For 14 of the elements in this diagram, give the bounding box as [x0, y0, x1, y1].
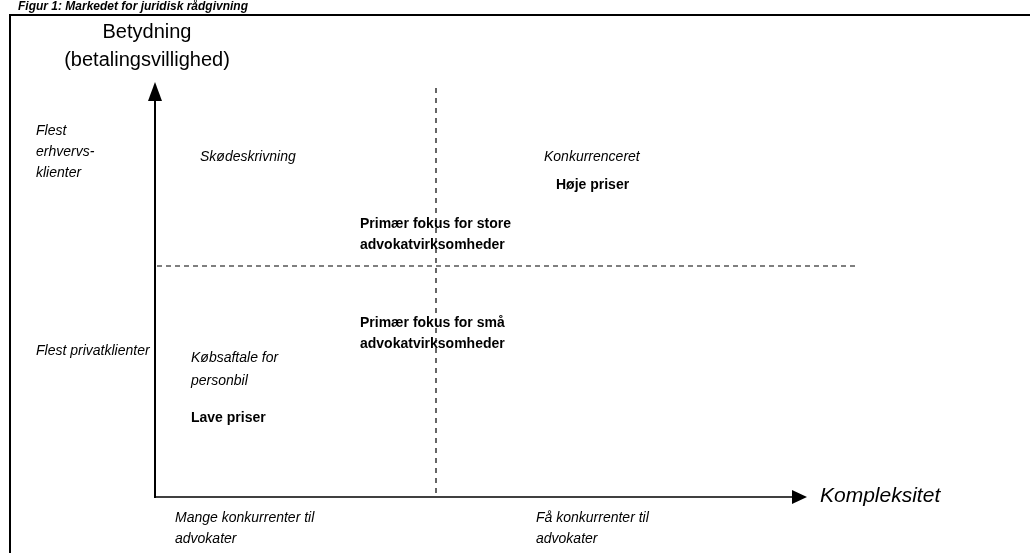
- quadrant-label: Høje priser: [556, 175, 631, 194]
- figure-title: Figur 1: Markedet for juridisk rådgivning: [18, 0, 249, 13]
- axis-title: Betydning (betalingsvillighed): [63, 19, 231, 72]
- column-label: Få konkurrenter til advokater: [536, 508, 650, 548]
- quadrant-label: Lave priser: [191, 408, 267, 427]
- quadrant-note: Skødeskrivning: [200, 147, 297, 166]
- column-label: Mange konkurrenter til advokater: [175, 508, 316, 548]
- focus-label: Primær fokus for små advokatvirksomheder: [360, 313, 506, 353]
- quadrant-note: Købsaftale for personbil: [191, 348, 280, 390]
- quadrant-note: Konkurrenceret: [544, 147, 641, 166]
- row-label: Flest privatklienter: [36, 341, 151, 360]
- focus-label: Primær fokus for store advokatvirksomheder: [360, 214, 512, 254]
- axis-title: Kompleksitet: [820, 482, 942, 508]
- row-label: Flest erhvervs- klienter: [36, 121, 96, 182]
